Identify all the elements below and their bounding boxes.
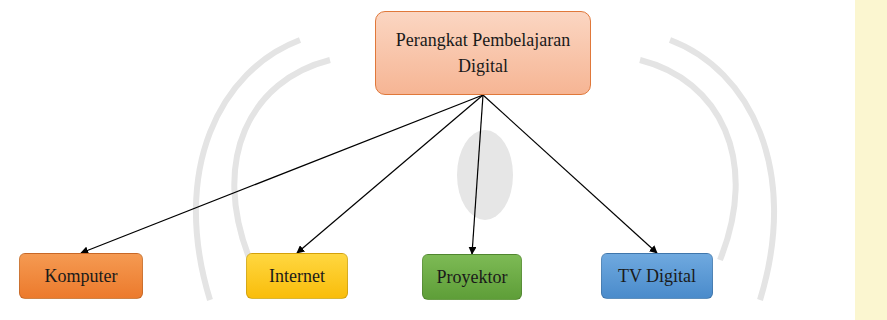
node-label: TV Digital [618, 263, 696, 289]
device-box: Proyektor [422, 254, 522, 300]
arrow-connector [483, 95, 657, 253]
side-band [855, 0, 887, 320]
device-box: TV Digital [601, 253, 713, 299]
node-label: Proyektor [437, 264, 508, 290]
device-box: Komputer [19, 253, 143, 299]
node-label: Komputer [45, 263, 118, 289]
root-box: Perangkat Pembelajaran Digital [375, 11, 591, 95]
arrow-connector [297, 95, 483, 253]
device-box: Internet [246, 253, 348, 299]
node-label: Internet [269, 263, 325, 289]
arrow-connector [472, 95, 483, 254]
arrow-connector [81, 95, 483, 253]
node-label: Perangkat Pembelajaran Digital [393, 27, 573, 79]
